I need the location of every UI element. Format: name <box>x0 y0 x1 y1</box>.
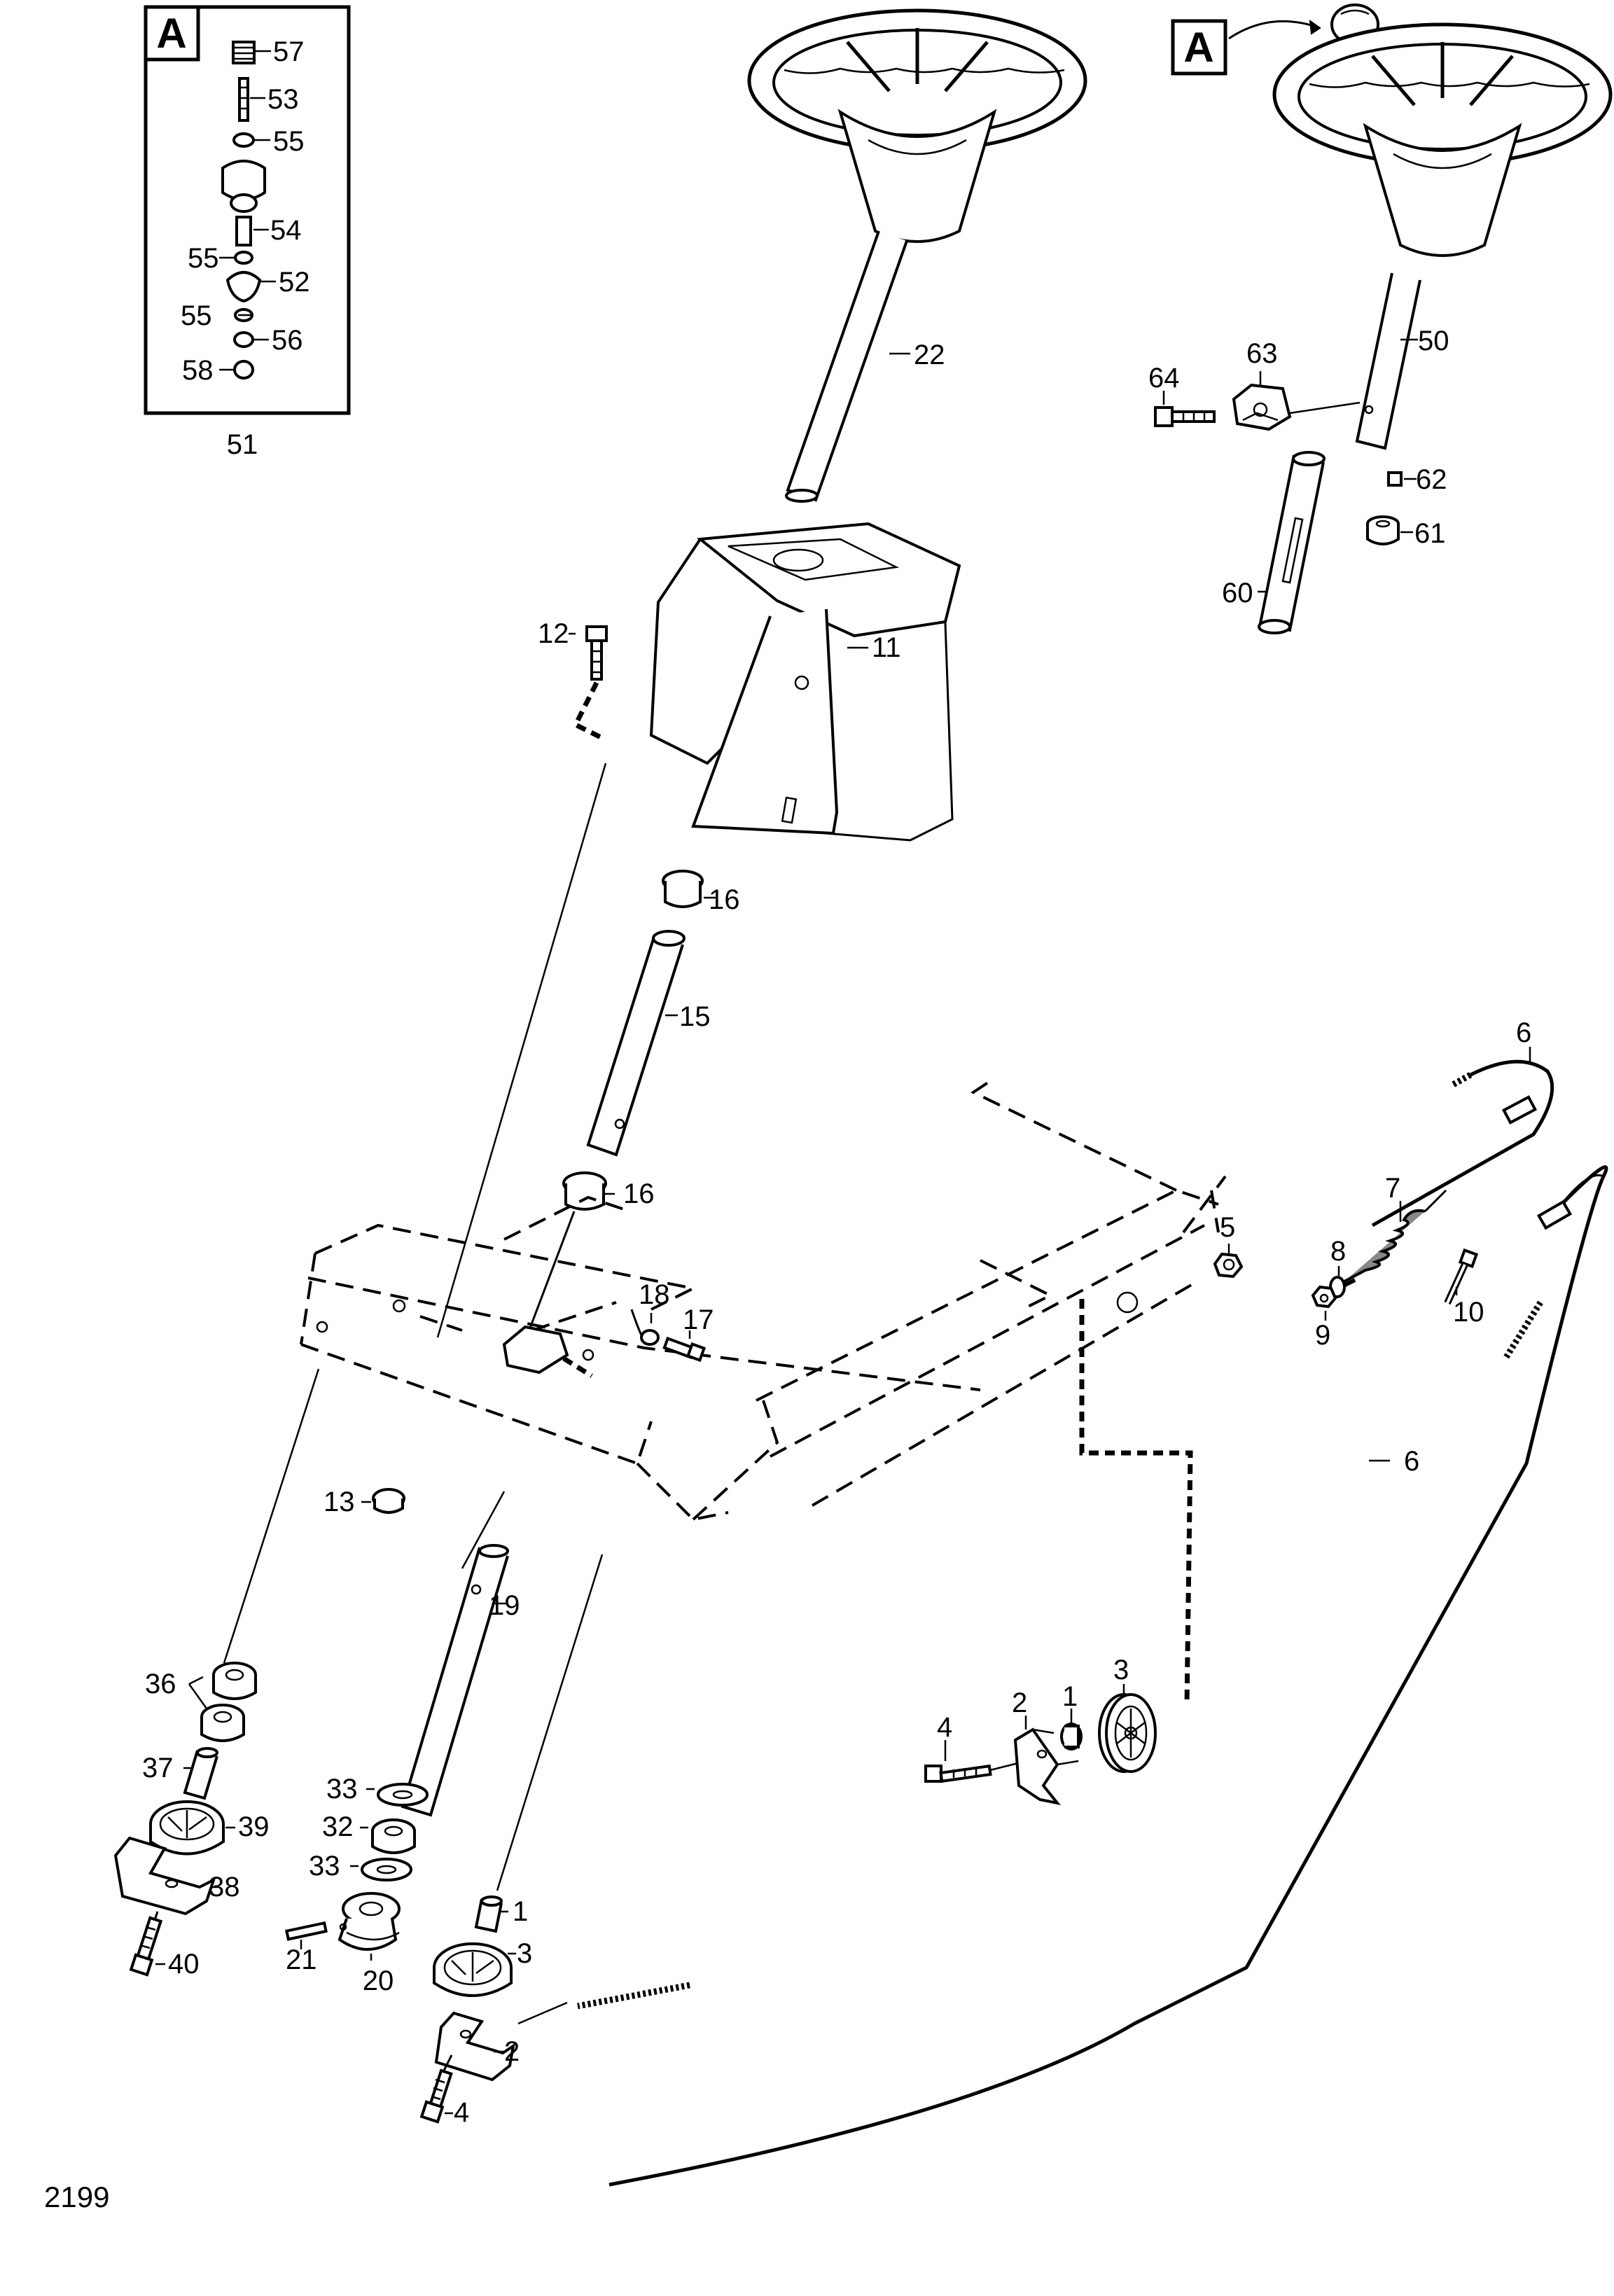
label-21: 21 <box>286 1944 317 1975</box>
bolt-64 <box>1154 406 1216 427</box>
label-16a: 16 <box>709 884 740 915</box>
tube-15 <box>586 930 686 1157</box>
clamp-63 <box>1232 383 1292 431</box>
label-6b: 6 <box>1404 1446 1419 1477</box>
pin-21 <box>284 1921 328 1941</box>
label-52: 52 <box>279 267 310 298</box>
tube-60 <box>1258 451 1326 634</box>
lower-bushing-16 <box>562 1171 607 1211</box>
label-2-lower: 2 <box>504 2036 520 2067</box>
label-39: 39 <box>238 1811 270 1842</box>
label-2-upper: 2 <box>1012 1688 1027 1718</box>
label-33a: 33 <box>326 1774 358 1804</box>
nut-5 <box>1213 1252 1244 1279</box>
label-36: 36 <box>145 1669 176 1699</box>
bracket-38 <box>113 1836 216 1916</box>
label-32: 32 <box>322 1811 354 1842</box>
nut-13 <box>372 1488 405 1514</box>
label-58: 58 <box>182 355 214 386</box>
label-16b: 16 <box>623 1178 655 1209</box>
label-4-upper: 4 <box>937 1712 952 1743</box>
label-4-lower: 4 <box>454 2097 469 2128</box>
label-12: 12 <box>538 618 569 649</box>
tractor-frame <box>300 1077 1227 1522</box>
label-9: 9 <box>1315 1320 1330 1351</box>
steering-arm <box>502 1325 593 1378</box>
spring-7 <box>1340 1189 1447 1289</box>
label-11: 11 <box>872 632 901 663</box>
label-63: 63 <box>1246 338 1278 369</box>
label-57: 57 <box>273 36 305 67</box>
label-3-upper: 3 <box>1113 1655 1129 1685</box>
label-13: 13 <box>324 1487 355 1517</box>
label-18: 18 <box>639 1279 670 1310</box>
spacer-1-lower <box>474 1895 503 1933</box>
steering-wheel-variant: A <box>1171 4 1613 450</box>
bolt-4-upper <box>924 1762 1019 1783</box>
bolt-10 <box>1444 1248 1479 1305</box>
label-54: 54 <box>270 215 302 246</box>
label-15: 15 <box>679 1001 711 1032</box>
label-55c: 55 <box>181 300 212 331</box>
label-38: 38 <box>209 1872 240 1902</box>
label-50: 50 <box>1418 326 1449 356</box>
bearing-36 <box>200 1662 257 1742</box>
bracket-2-lower <box>434 2011 515 2082</box>
label-56: 56 <box>272 325 303 356</box>
label-55b: 55 <box>188 243 219 274</box>
label-55a: 55 <box>273 126 305 157</box>
bracket-2-upper <box>1013 1727 1079 1806</box>
variant-marker: A <box>1183 24 1213 71</box>
inset-marker: A <box>156 10 186 57</box>
steering-wheel-main <box>747 8 1087 503</box>
spacer-1-upper <box>1060 1723 1083 1751</box>
inset-parts <box>221 41 266 380</box>
washer-33a <box>377 1783 429 1807</box>
label-17: 17 <box>683 1304 714 1335</box>
label-5: 5 <box>1220 1212 1235 1243</box>
label-60: 60 <box>1222 578 1253 608</box>
label-7: 7 <box>1385 1173 1400 1204</box>
label-1-lower: 1 <box>513 1896 528 1927</box>
bolt-17 <box>630 1309 707 1363</box>
bolt-40 <box>129 1911 163 1977</box>
label-53: 53 <box>267 84 299 115</box>
label-19: 19 <box>489 1590 520 1621</box>
nut-9 <box>1311 1285 1337 1309</box>
upper-bushing-16 <box>662 870 704 908</box>
label-3-lower: 3 <box>517 1938 532 1969</box>
detail-inset-a: A 57 53 55 54 55 52 55 56 58 51 <box>144 5 351 460</box>
shaft-19 <box>401 1544 509 1817</box>
spacer-37 <box>183 1747 218 1800</box>
bearing-32 <box>371 1818 416 1854</box>
label-62: 62 <box>1416 464 1447 495</box>
label-61: 61 <box>1414 518 1446 549</box>
pulley-39 <box>149 1800 225 1856</box>
label-40: 40 <box>168 1949 200 1980</box>
label-22: 22 <box>914 340 945 370</box>
label-10: 10 <box>1453 1297 1484 1328</box>
label-51: 51 <box>227 429 258 460</box>
column-bracket <box>649 522 961 842</box>
nut-62 <box>1387 471 1403 487</box>
collar-61 <box>1366 515 1400 545</box>
label-6a: 6 <box>1516 1017 1531 1048</box>
label-20: 20 <box>363 1965 394 1996</box>
washer-33b <box>361 1858 412 1881</box>
label-37: 37 <box>142 1753 174 1783</box>
cable-6 <box>517 1059 1608 2187</box>
bolt-4-lower <box>419 2054 453 2124</box>
pulley-3-upper <box>1098 1693 1157 1773</box>
label-33b: 33 <box>309 1851 340 1881</box>
figure-number: 2199 <box>44 2180 109 2213</box>
label-1-upper: 1 <box>1062 1681 1078 1712</box>
label-8: 8 <box>1330 1236 1346 1267</box>
sprocket-20 <box>338 1892 401 1951</box>
label-64: 64 <box>1148 363 1180 394</box>
pulley-3-lower <box>433 1942 513 1997</box>
bolt-12 <box>585 625 608 681</box>
